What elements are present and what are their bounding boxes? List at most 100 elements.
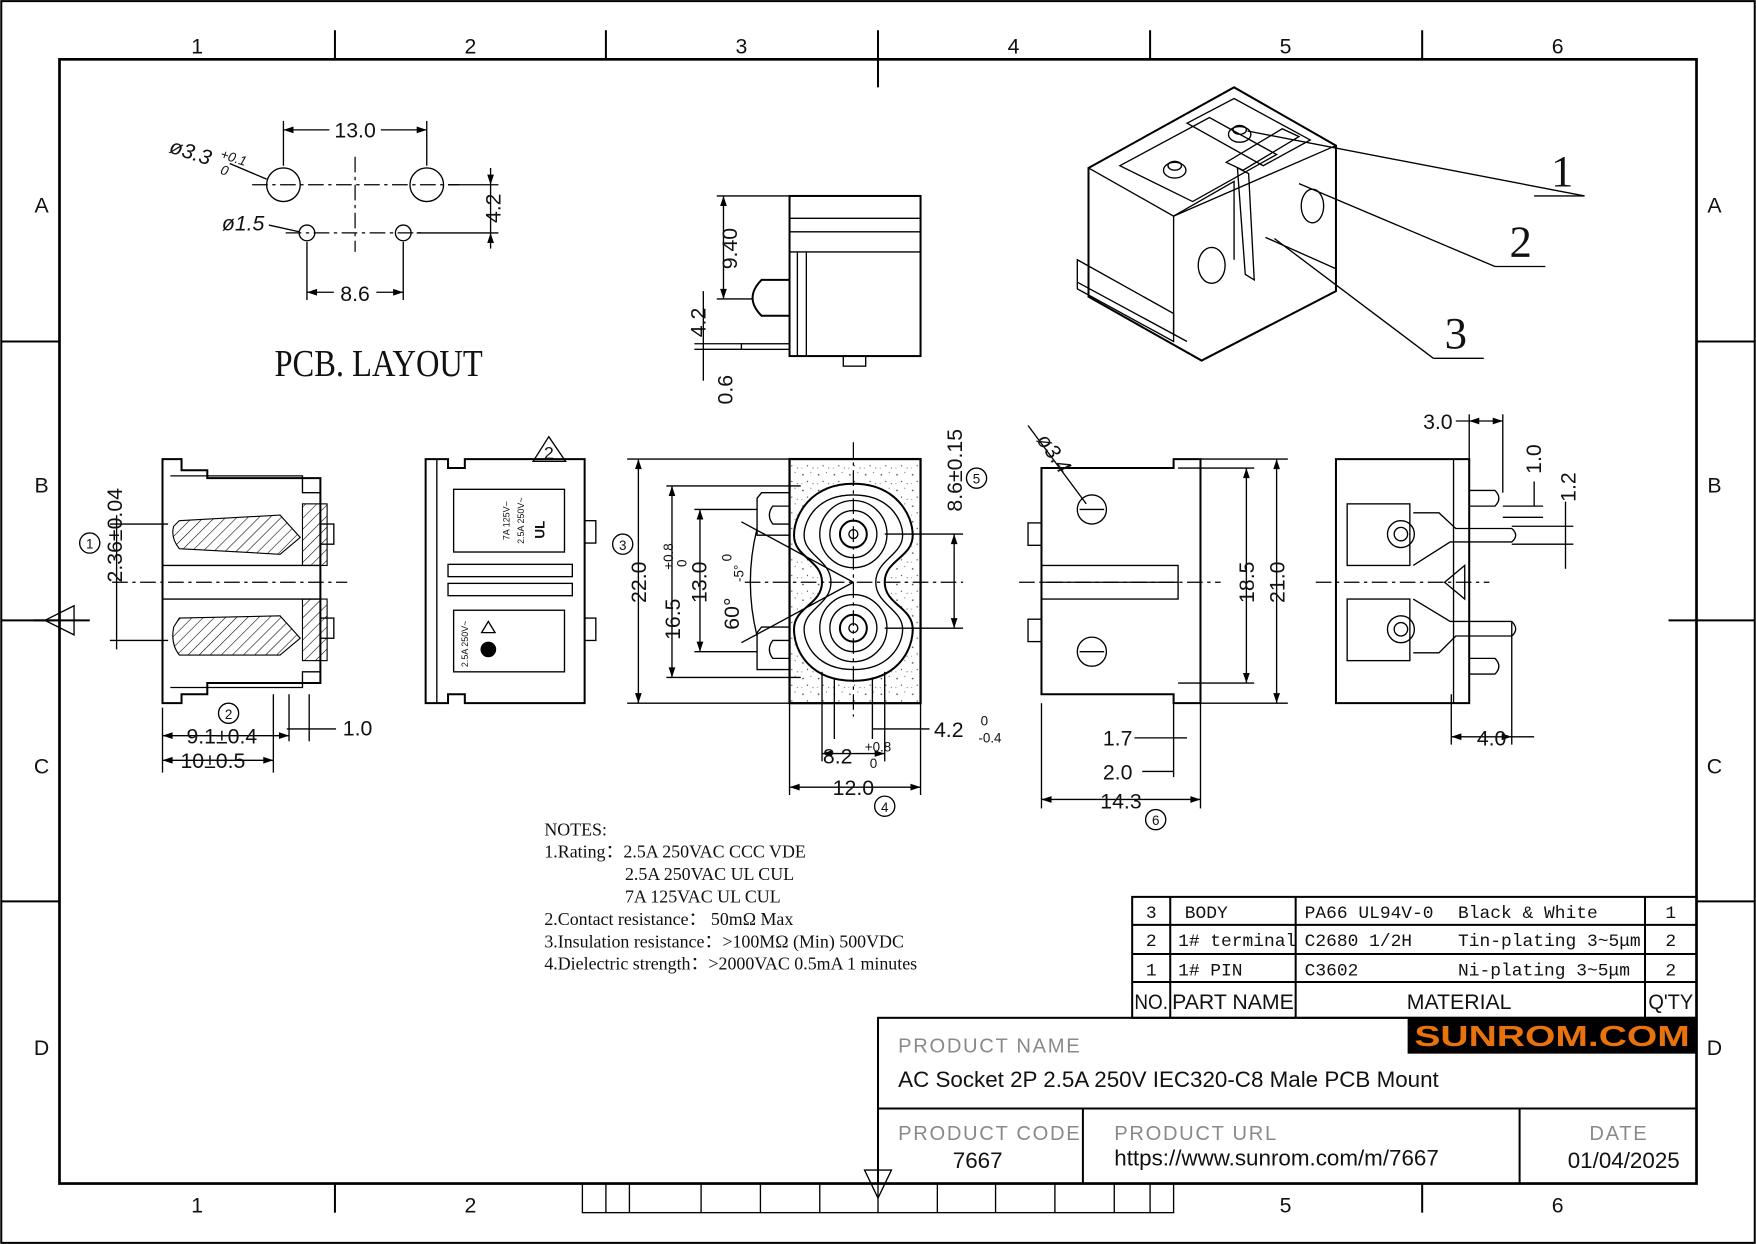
front-dim-130: 13.0 <box>688 562 712 603</box>
product-url: https://www.sunrom.com/m/7667 <box>1114 1146 1439 1171</box>
pcb-hole-large: ø3.3 <box>167 134 215 170</box>
bom-row-qty: 2 <box>1665 932 1676 952</box>
rear-dim-185: 18.5 <box>1235 562 1259 603</box>
pcb-dim-42: 4.2 <box>482 193 506 223</box>
callout-2: 2 <box>1510 216 1532 266</box>
right-dim-30: 3.0 <box>1423 410 1453 434</box>
bom-row-qty: 2 <box>1665 961 1676 981</box>
bom-header-material: MATERIAL <box>1407 990 1512 1014</box>
section-dim-91: 9.1±0.4 <box>186 724 257 748</box>
section-dim-236: 2.36±0.04 <box>103 488 127 583</box>
col-label: 3 <box>735 35 747 59</box>
front-dim-42-tol-minus: -0.4 <box>978 730 1002 745</box>
title-block: SUNROM.COM PRODUCT NAME AC Socket 2P 2.5… <box>876 1016 1698 1185</box>
row-label: C <box>1707 755 1722 779</box>
pcb-layout-view: 13.0 8.6 4.2 ø3.3 +0.1 0 ø1.5 PCB. LAYOU… <box>167 119 506 385</box>
side-dim-940: 9.40 <box>718 228 742 269</box>
front-mark-4: 4 <box>881 800 889 815</box>
pcb-hole-large-tol-minus: 0 <box>219 162 231 179</box>
bom-table: 3 BODY PA66 UL94V-0 Black & White 1 2 1#… <box>1131 895 1698 1019</box>
col-label: 6 <box>1552 1194 1564 1218</box>
col-label: 4 <box>1008 35 1020 59</box>
product-code: 7667 <box>953 1148 1003 1173</box>
row-label: D <box>34 1036 49 1060</box>
rear-mark-6: 6 <box>1152 813 1159 828</box>
front-dim-82: 8.2 <box>823 745 853 769</box>
product-code-label: PRODUCT CODE <box>898 1123 1081 1145</box>
bom-row-mat1: C2680 1/2H <box>1305 932 1412 952</box>
row-label: C <box>34 755 49 779</box>
date-label: DATE <box>1589 1123 1648 1145</box>
label-side-view: 2 7A 125V~ 2.5A 250V~ UL 2.5A 250V~ <box>424 435 597 705</box>
rear-view: ø3.4 18.5 21.0 1.7 2.0 14.3 6 <box>1019 425 1289 831</box>
label-rating-bottom: 2.5A 250V~ <box>460 621 470 667</box>
front-dim-120: 12.0 <box>833 776 874 800</box>
isometric-view: 1 2 3 <box>1076 86 1585 362</box>
section-mark-2: 2 <box>225 707 232 722</box>
right-dim-40: 4.0 <box>1477 727 1507 751</box>
bom-row-mat2: Ni-plating 3~5μm <box>1458 961 1630 981</box>
pcb-dim-86: 8.6 <box>340 282 370 306</box>
bom-row-part: BODY <box>1185 904 1228 924</box>
notes-line-4: 2.Contact resistance： 50mΩ Max <box>544 909 793 929</box>
rev-mark: 2 <box>544 443 554 463</box>
right-dim-10: 1.0 <box>1522 444 1546 474</box>
front-dim-angle-tol-minus: -5° <box>732 565 747 582</box>
side-dim-42: 4.2 <box>687 308 711 338</box>
front-dim-86: 8.6±0.15 <box>943 429 967 512</box>
bom-row-part: 1# PIN <box>1178 961 1242 981</box>
pcb-dim-13: 13.0 <box>334 119 375 143</box>
front-dim-220: 22.0 <box>627 562 651 603</box>
cert-logo-icon <box>480 641 497 658</box>
col-label: 2 <box>465 1194 477 1218</box>
col-label: 5 <box>1280 35 1292 59</box>
side-view: 9.40 4.2 0.6 <box>687 194 922 404</box>
notes-line-6: 4.Dielectric strength：>2000VAC 0.5mA 1 m… <box>544 954 917 974</box>
notes-line-5: 3.Insulation resistance：>100MΩ (Min) 500… <box>544 931 904 952</box>
section-mark-1: 1 <box>86 537 93 552</box>
bom-row-no: 3 <box>1146 904 1157 924</box>
front-mark-3: 3 <box>619 538 626 553</box>
notes-line-2: 2.5A 250VAC UL CUL <box>625 864 794 884</box>
front-mark-5: 5 <box>973 472 980 487</box>
col-label: 5 <box>1280 1194 1292 1218</box>
rear-dim-210: 21.0 <box>1265 562 1289 603</box>
front-dim-165: 16.5 <box>661 599 685 640</box>
bom-row-mat1: C3602 <box>1305 961 1359 981</box>
callout-1: 1 <box>1551 146 1573 196</box>
col-label: 1 <box>191 1194 203 1218</box>
callout-3: 3 <box>1445 308 1467 358</box>
bom-header-part: PART NAME <box>1172 990 1294 1014</box>
product-url-label: PRODUCT URL <box>1114 1123 1278 1145</box>
notes-title: NOTES: <box>544 819 607 839</box>
bom-row-part: 1# terminal <box>1178 932 1296 952</box>
product-name: AC Socket 2P 2.5A 250V IEC320-C8 Male PC… <box>898 1067 1439 1092</box>
pcb-layout-title: PCB. LAYOUT <box>274 343 482 385</box>
bom-header-qty: Q'TY <box>1648 990 1693 1014</box>
bom-row-mat1: PA66 UL94V-0 <box>1305 904 1434 924</box>
row-label: D <box>1707 1036 1722 1060</box>
right-view: 3.0 1.0 1.2 4.0 <box>1315 410 1581 751</box>
border-column-labels: 1 2 3 4 5 6 1 2 5 6 <box>191 35 1563 1218</box>
front-dim-angle: 60° <box>720 598 744 630</box>
label-rating-25a: 2.5A 250V~ <box>516 497 526 543</box>
section-dim-10: 10±0.5 <box>180 749 245 773</box>
vde-logo-icon <box>480 620 497 634</box>
label-rating-7a: 7A 125V~ <box>502 501 512 540</box>
bom-row-mat2: Black & White <box>1458 904 1598 924</box>
front-dim-165-tol-minus: 0 <box>675 559 690 566</box>
bom-header-no: NO. <box>1134 990 1168 1014</box>
front-view: 22.0 16.5 +0.8 0 13.0 60° 0 -5° 8.6±0.15… <box>611 429 1002 817</box>
border-row-labels: A B C D A B C D <box>34 194 1722 1060</box>
bom-row-mat2: Tin-plating 3~5μm <box>1458 932 1641 952</box>
brand-logo: SUNROM.COM <box>1414 1021 1689 1053</box>
bom-row-no: 2 <box>1146 932 1157 952</box>
notes-line-3: 7A 125VAC UL CUL <box>625 886 781 906</box>
col-label: 6 <box>1552 35 1564 59</box>
brand-badge <box>1407 1017 1697 1054</box>
ul-mark: UL <box>532 521 547 539</box>
front-dim-82-tol-plus: +0.8 <box>865 739 892 754</box>
front-dim-165-tol-plus: +0.8 <box>661 543 676 570</box>
pcb-hole-small: ø1.5 <box>222 212 265 236</box>
rear-dim-17: 1.7 <box>1103 727 1133 751</box>
